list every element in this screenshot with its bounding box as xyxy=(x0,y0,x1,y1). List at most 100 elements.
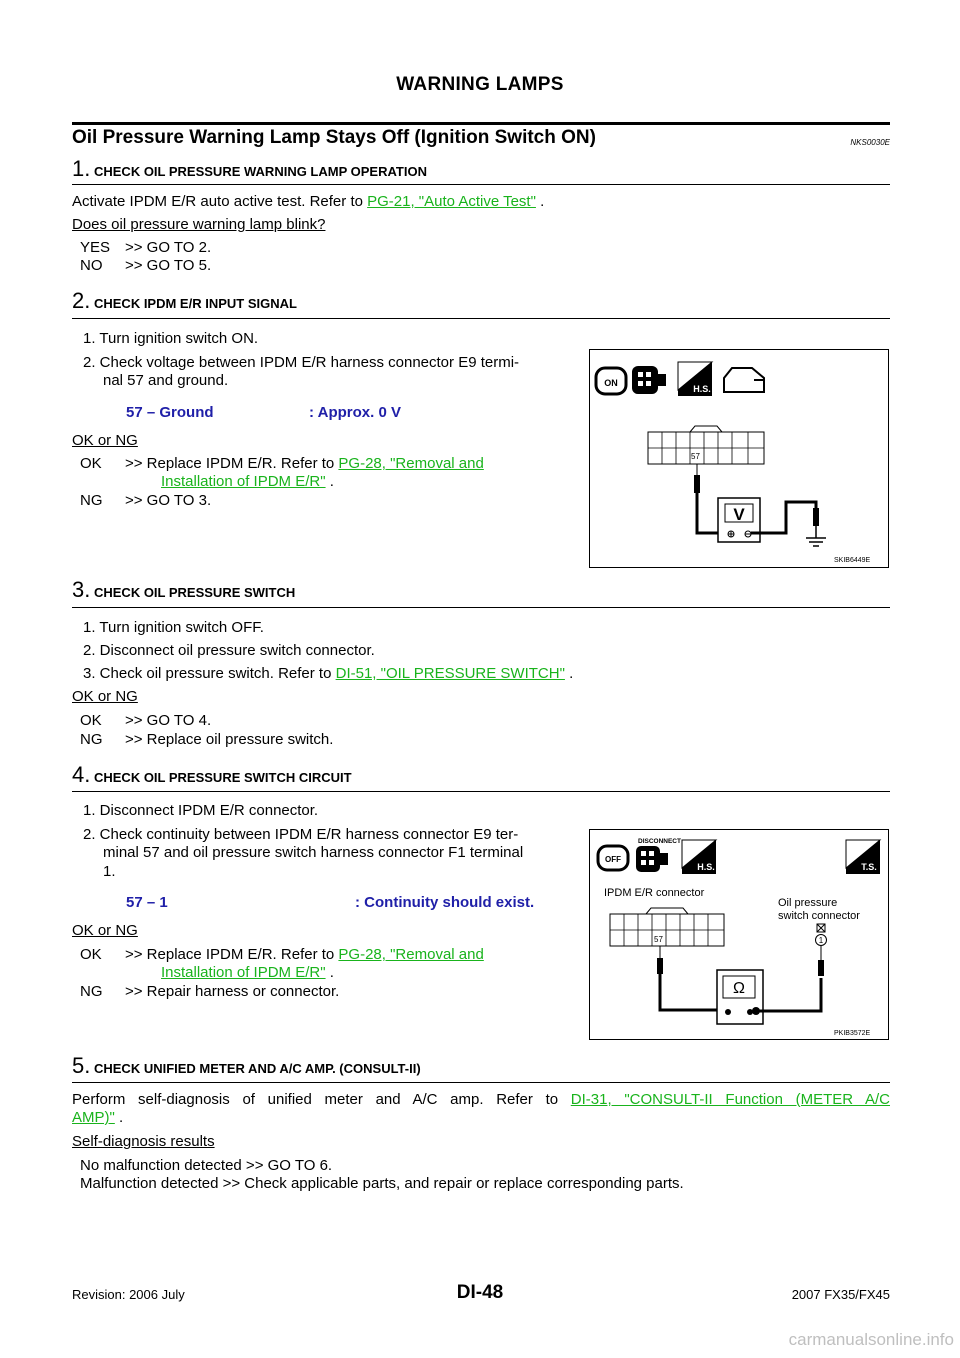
step-1-text-b: . xyxy=(535,193,545,210)
step-3-item-1: 1. Turn ignition switch OFF. xyxy=(83,619,264,636)
step-2-ok-action: >> Replace IPDM E/R. Refer to PG-28, "Re… xyxy=(125,455,581,473)
step-4-item-2b: minal 57 and oil pressure switch harness… xyxy=(103,844,524,861)
step-2-ok-label: OK xyxy=(80,455,102,472)
oil-switch-label-1: Oil pressure xyxy=(778,897,837,909)
step-2-heading: 2. CHECK IPDM E/R INPUT SIGNAL xyxy=(72,288,297,314)
step-3-ng-action: >> Replace oil pressure switch. xyxy=(125,731,334,748)
step-3-item-3: 3. Check oil pressure switch. Refer to D… xyxy=(83,665,573,683)
step-5-result-2: Malfunction detected >> Check applicable… xyxy=(80,1175,684,1192)
step-5-heading: 5. CHECK UNIFIED METER AND A/C AMP. (CON… xyxy=(72,1053,421,1079)
step-2-item-2b: nal 57 and ground. xyxy=(103,372,229,389)
probe-a xyxy=(657,958,663,974)
step-5-result-1: No malfunction detected >> GO TO 6. xyxy=(80,1157,333,1174)
figure-2-code: PKIB3572E xyxy=(834,1030,871,1037)
step-3-link[interactable]: DI-51, "OIL PRESSURE SWITCH" xyxy=(335,665,565,682)
step-4-number: 4. xyxy=(72,762,91,787)
step-2-title: CHECK IPDM E/R INPUT SIGNAL xyxy=(93,296,297,311)
step-4-item-2c: 1. xyxy=(103,863,116,880)
step-5-number: 5. xyxy=(72,1053,91,1078)
step-3-number: 3. xyxy=(72,577,91,602)
step-1-title: CHECK OIL PRESSURE WARNING LAMP OPERATIO… xyxy=(93,164,427,179)
step-2-spec-right: : Approx. 0 V xyxy=(309,404,401,421)
step-1-no-label: NO xyxy=(80,257,103,274)
oil-switch-label-2: switch connector xyxy=(778,910,860,922)
step-3-item-3a: 3. Check oil pressure switch. Refer to xyxy=(83,665,336,682)
step-2-ok-link-a[interactable]: PG-28, "Removal and xyxy=(338,455,484,472)
step-2-ng-action: >> GO TO 3. xyxy=(125,492,212,509)
step-4-heading: 4. CHECK OIL PRESSURE SWITCH CIRCUIT xyxy=(72,762,352,788)
terminal-1-label: 1 xyxy=(819,936,824,945)
icon-off-text: OFF xyxy=(605,855,621,864)
figure-continuity-check: DISCONNECT OFF H.S. T.S. IPDM E/R connec… xyxy=(589,829,889,1040)
terminal-57-label: 57 xyxy=(691,452,700,461)
footer-page-number: DI-48 xyxy=(456,1282,504,1303)
step-4-spec-left: 57 – 1 xyxy=(126,894,168,911)
step-5-rule xyxy=(72,1082,890,1083)
step-4-ok-link-b[interactable]: Installation of IPDM E/R" xyxy=(161,964,326,981)
header-rule xyxy=(72,122,890,125)
harness-side-icon-2: H.S. xyxy=(681,839,718,874)
step-2-question: OK or NG xyxy=(72,432,138,449)
step-5-link-b[interactable]: AMP)" xyxy=(72,1109,115,1126)
step-3-ok-action: >> GO TO 4. xyxy=(125,712,212,729)
footer-watermark: carmanualsonline.info xyxy=(788,1330,954,1349)
step-4-ng-action: >> Repair harness or connector. xyxy=(125,983,340,1000)
step-3-heading: 3. CHECK OIL PRESSURE SWITCH xyxy=(72,577,295,603)
section-title: Oil Pressure Warning Lamp Stays Off (Ign… xyxy=(72,127,596,148)
step-1-rule xyxy=(72,184,890,185)
step-1-text-a: Activate IPDM E/R auto active test. Refe… xyxy=(72,193,368,210)
oil-switch-connector: 1 xyxy=(815,923,827,946)
step-3-item-2: 2. Disconnect oil pressure switch connec… xyxy=(83,642,375,659)
footer-model: 2007 FX35/FX45 xyxy=(791,1287,890,1302)
step-5-question: Self-diagnosis results xyxy=(72,1133,215,1150)
ohmmeter-icon: Ω xyxy=(716,969,764,1025)
step-4-ok-label: OK xyxy=(80,946,102,963)
section-code: NKS0030E xyxy=(850,138,890,147)
meter-ohm-text: Ω xyxy=(733,980,745,997)
step-4-ok-action-cont: Installation of IPDM E/R" . xyxy=(161,964,334,982)
step-4-rule xyxy=(72,791,890,792)
probe-b xyxy=(818,960,824,976)
terminal-side-icon: T.S. xyxy=(845,839,882,874)
step-2-ok-text-a: >> Replace IPDM E/R. Refer to xyxy=(125,455,339,472)
figure-voltage-check: ON H.S. xyxy=(589,349,889,568)
meter-v-text: V xyxy=(733,505,745,524)
figure-continuity-diagram: DISCONNECT OFF H.S. T.S. IPDM E/R connec… xyxy=(596,838,882,1037)
connector-disconnect-icon xyxy=(636,846,668,872)
step-2-item-2a: 2. Check voltage between IPDM E/R harnes… xyxy=(83,354,520,371)
step-5-text-b: . xyxy=(114,1109,124,1126)
probe-positive xyxy=(694,475,700,493)
step-4-question: OK or NG xyxy=(72,922,138,939)
harness-side-icon: H.S. xyxy=(677,361,714,396)
step-1-link[interactable]: PG-21, "Auto Active Test" xyxy=(367,193,536,210)
step-4-ok-text-a: >> Replace IPDM E/R. Refer to xyxy=(125,946,339,963)
probe-negative xyxy=(813,508,819,526)
step-3-title: CHECK OIL PRESSURE SWITCH xyxy=(93,585,296,600)
icon-on-text: ON xyxy=(604,378,618,388)
disconnect-label: DISCONNECT xyxy=(638,838,681,845)
voltmeter-icon: V xyxy=(717,497,761,543)
connector-icon xyxy=(632,366,666,394)
step-1-text: Activate IPDM E/R auto active test. Refe… xyxy=(72,193,544,211)
ignition-off-icon: OFF xyxy=(596,844,630,872)
step-4-ok-action: >> Replace IPDM E/R. Refer to PG-28, "Re… xyxy=(125,946,581,964)
step-1-yes-label: YES xyxy=(80,239,111,256)
step-3-rule xyxy=(72,607,890,608)
step-2-ok-link-b[interactable]: Installation of IPDM E/R" xyxy=(161,473,326,490)
footer-revision: Revision: 2006 July xyxy=(72,1287,185,1302)
step-2-ok-text-b: . xyxy=(325,473,334,490)
step-2-ok-action-cont: Installation of IPDM E/R" . xyxy=(161,473,334,491)
step-1-question: Does oil pressure warning lamp blink? xyxy=(72,216,326,233)
step-4-item-2a: 2. Check continuity between IPDM E/R har… xyxy=(83,826,519,843)
step-4-title: CHECK OIL PRESSURE SWITCH CIRCUIT xyxy=(93,770,352,785)
step-4-spec-right: : Continuity should exist. xyxy=(355,894,535,911)
step-1-number: 1. xyxy=(72,156,91,181)
step-5-link-a[interactable]: DI-31, "CONSULT-II Function (METER A/C xyxy=(570,1091,890,1108)
step-2-spec-left: 57 – Ground xyxy=(126,404,214,421)
connector-e9: 57 xyxy=(647,425,765,465)
step-4-item-1: 1. Disconnect IPDM E/R connector. xyxy=(83,802,319,819)
icon-hs-text: H.S. xyxy=(693,384,711,394)
step-5-text-line-2: AMP)" . xyxy=(72,1109,123,1127)
step-4-ok-link-a[interactable]: PG-28, "Removal and xyxy=(338,946,484,963)
step-5-title: CHECK UNIFIED METER AND A/C AMP. (CONSUL… xyxy=(93,1061,421,1076)
